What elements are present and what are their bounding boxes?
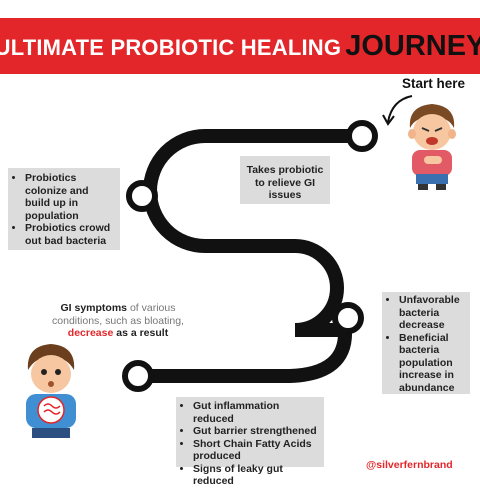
gi-note-part3: decrease — [67, 327, 114, 339]
step-takes-probiotic: Takes probiotic to relieve GI issues — [240, 156, 330, 204]
step-gut-results: Gut inflammation reduced Gut barrier str… — [176, 397, 324, 487]
milestone-3 — [332, 302, 364, 334]
sick-boy-illustration — [408, 104, 456, 190]
list-item: Signs of leaky gut reduced — [193, 463, 320, 488]
list-item: Beneficial bacteria population increase … — [399, 332, 466, 395]
list-item: Gut inflammation reduced — [193, 400, 320, 425]
gi-symptoms-note: GI symptoms of various conditions, such … — [38, 302, 198, 340]
step-colonize: Probiotics colonize and build up in popu… — [8, 168, 120, 250]
title-accent: JOURNEY — [345, 29, 480, 62]
step-takes-probiotic-text: Takes probiotic to relieve GI issues — [246, 164, 324, 201]
title-banner: ULTIMATE PROBIOTIC HEALING JOURNEY — [0, 18, 480, 74]
gi-note-part1: GI symptoms — [60, 302, 128, 314]
title-main: ULTIMATE PROBIOTIC HEALING — [0, 34, 342, 60]
milestone-2 — [126, 180, 158, 212]
boy-with-gut-illustration — [26, 344, 76, 438]
list-item: Probiotics colonize and build up in popu… — [25, 172, 116, 222]
list-item: Unfavorable bacteria decrease — [399, 294, 466, 332]
gi-note-part4: as a result — [113, 327, 169, 339]
start-here-label: Start here — [402, 76, 466, 91]
curved-arrow-icon — [382, 95, 413, 126]
list-item: Probiotics crowd out bad bacteria — [25, 222, 116, 247]
step-bacteria-balance: Unfavorable bacteria decrease Beneficial… — [382, 292, 470, 394]
brand-handle: @silverfernbrand — [366, 459, 453, 471]
list-item: Gut barrier strengthened — [193, 425, 320, 438]
gi-note-part2: of various conditions, such as bloating, — [52, 302, 184, 327]
list-item: Short Chain Fatty Acids produced — [193, 438, 320, 463]
milestone-end — [122, 360, 154, 392]
milestone-start — [346, 120, 378, 152]
